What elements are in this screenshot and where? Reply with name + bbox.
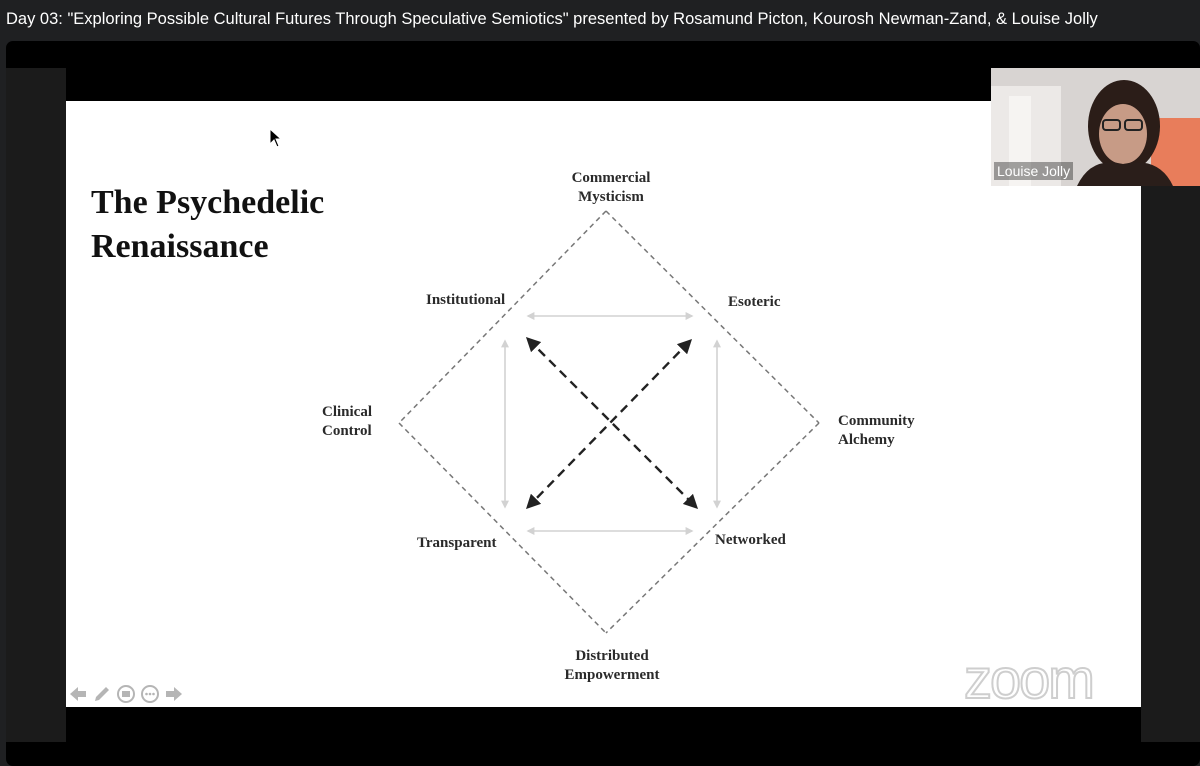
window-title: Day 03: "Exploring Possible Cultural Fut…: [0, 0, 1200, 38]
label-line: Community: [838, 413, 915, 429]
label-line: Alchemy: [838, 432, 895, 448]
semiotic-square-diagram: [398, 210, 820, 634]
label-line: Clinical: [322, 404, 373, 420]
video-margin-right: [1141, 186, 1200, 742]
video-margin-left: [6, 68, 66, 742]
participant-video-feed: [991, 68, 1200, 186]
label-line: Control: [322, 423, 372, 439]
label-institutional: Institutional: [426, 292, 506, 308]
zoom-watermark: zoom: [963, 647, 1096, 708]
more-icon[interactable]: [140, 684, 160, 707]
arrow-right-icon[interactable]: [164, 684, 184, 707]
presentation-slide: The Psychedelic Renaissance Commercial M…: [66, 101, 1141, 707]
slide-title: The Psychedelic Renaissance: [91, 181, 324, 269]
label-clinical-control: Clinical Control: [322, 403, 372, 441]
arrow-left-icon[interactable]: [68, 684, 88, 707]
label-community-alchemy: Community Alchemy: [838, 412, 915, 450]
mouse-cursor-icon: [269, 127, 283, 153]
slide-title-line-1: The Psychedelic: [91, 184, 325, 221]
label-line: Empowerment: [564, 667, 660, 683]
label-networked: Networked: [715, 532, 786, 548]
label-line: Commercial: [571, 170, 651, 186]
participant-name: Louise Jolly: [994, 162, 1074, 180]
label-distributed-empowerment: Distributed Empowerment: [542, 647, 682, 685]
label-transparent: Transparent: [417, 535, 497, 551]
slide-title-line-2: Renaissance: [91, 228, 269, 265]
diamond-edge-bottom-left: [398, 422, 607, 634]
label-esoteric: Esoteric: [728, 294, 781, 310]
pencil-icon[interactable]: [92, 684, 112, 707]
label-commercial-mysticism: Commercial Mysticism: [546, 169, 676, 207]
participant-video-tile[interactable]: Louise Jolly: [991, 68, 1200, 186]
label-line: Distributed: [575, 648, 649, 664]
diamond-edge-top-left: [398, 210, 607, 424]
label-line: Mysticism: [578, 189, 644, 205]
arrow-diagonal-2: [525, 338, 693, 510]
diamond-edge-top-right: [605, 210, 820, 424]
screen-icon[interactable]: [116, 684, 136, 707]
diamond-edge-bottom-right: [605, 422, 820, 634]
